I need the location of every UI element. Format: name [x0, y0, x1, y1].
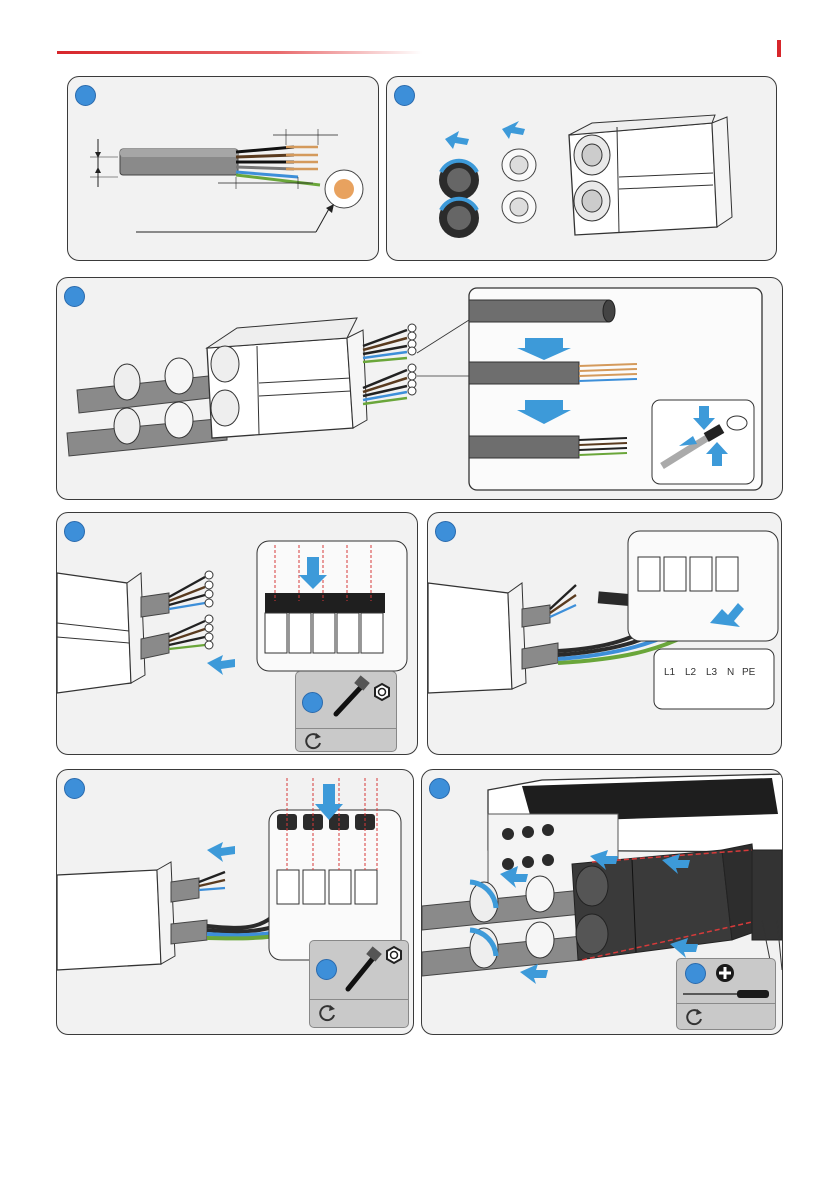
terminal-label-l1: L1: [664, 667, 675, 678]
hex-nut-icon: [372, 682, 392, 702]
step-4-panel: [56, 512, 418, 755]
terminal-label-l3: L3: [706, 667, 717, 678]
hex-nut-icon: [384, 945, 404, 965]
gland-parts-illustration: [387, 77, 777, 261]
tool-hint-box-2: [309, 940, 409, 1028]
terminal-label-l2: L2: [685, 667, 696, 678]
step-6-panel: [56, 769, 414, 1035]
header-accent-line: [57, 51, 422, 54]
rotate-clockwise-icon: [318, 1003, 338, 1023]
tool-step-badge-3: [685, 963, 706, 984]
screwdriver-icon: [681, 987, 773, 1001]
cable-strip-illustration: [68, 77, 379, 261]
rotate-clockwise-icon: [685, 1007, 705, 1027]
rotate-clockwise-icon: [304, 731, 324, 751]
page-edge-marker: [777, 40, 781, 57]
terminal-connect-illustration: [428, 513, 782, 755]
phillips-screw-icon: [715, 963, 735, 983]
tool-hint-box-3: [676, 958, 776, 1030]
step-2-panel: [386, 76, 777, 261]
cable-through-housing-illustration: [57, 278, 783, 500]
step-5-panel: L1 L2 L3 N PE: [427, 512, 782, 755]
tool-hint-box: [295, 671, 397, 752]
terminal-label-pe: PE: [742, 667, 755, 678]
step-1-panel: [67, 76, 379, 261]
step-7-panel: [421, 769, 783, 1035]
terminal-label-n: N: [727, 667, 734, 678]
step-3-panel: [56, 277, 783, 500]
